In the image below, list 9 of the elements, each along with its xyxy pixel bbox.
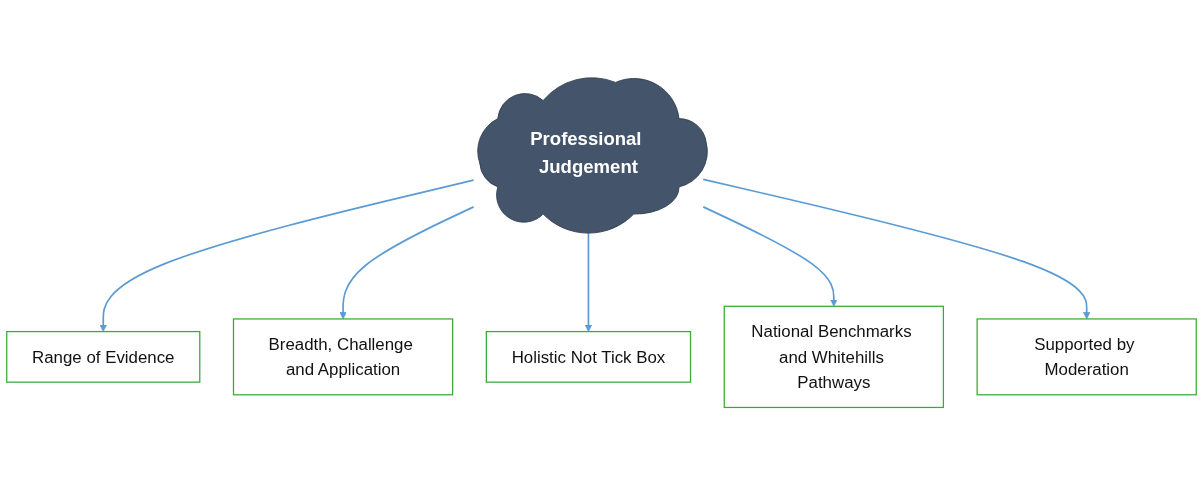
arrow xyxy=(702,206,838,308)
node-box: Supported by Moderation xyxy=(976,318,1197,396)
node-box: Breadth, Challenge and Application xyxy=(232,318,454,396)
node-box: Range of Evidence xyxy=(6,331,201,384)
arrow xyxy=(99,179,475,333)
node-box: Holistic Not Tick Box xyxy=(485,331,692,384)
arrow xyxy=(339,206,475,320)
node-box: National Benchmarks and Whitehills Pathways xyxy=(723,306,944,409)
arrow xyxy=(702,178,1091,320)
